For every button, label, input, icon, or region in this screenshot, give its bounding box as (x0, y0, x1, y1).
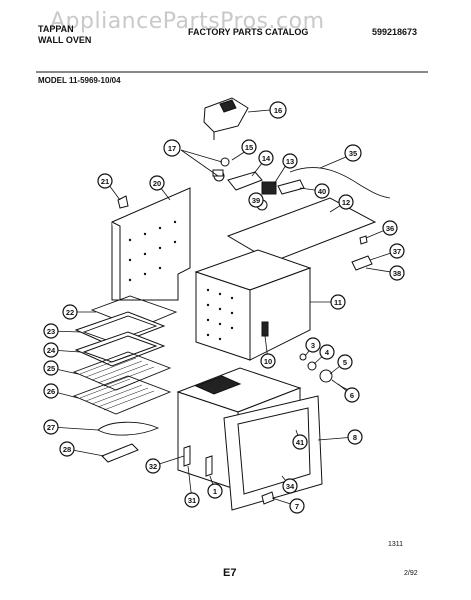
bake-element-part (97, 421, 160, 463)
callout-10: 10 (260, 353, 276, 369)
svg-text:1: 1 (213, 487, 217, 496)
revision-date: 2/92 (404, 570, 418, 577)
control-bracket-part (203, 97, 249, 140)
door-frame-part (223, 395, 323, 511)
callout-39: 39 (248, 192, 264, 208)
callout-7: 7 (289, 498, 305, 514)
callout-22: 22 (62, 304, 78, 320)
callout-38: 38 (389, 265, 405, 281)
svg-text:38: 38 (393, 269, 401, 278)
page-id: E7 (223, 567, 237, 579)
catalog-title: FACTORY PARTS CATALOG (188, 27, 309, 37)
callout-23: 23 (43, 323, 59, 339)
svg-text:12: 12 (342, 198, 350, 207)
callout-6: 6 (344, 387, 360, 403)
svg-text:31: 31 (188, 496, 196, 505)
callout-17: 17 (163, 139, 181, 157)
svg-text:21: 21 (101, 177, 109, 186)
callout-28: 28 (59, 441, 75, 457)
callout-34: 34 (282, 478, 298, 494)
callout-13: 13 (282, 153, 298, 169)
svg-text:24: 24 (47, 346, 56, 355)
callout-1: 1 (207, 483, 223, 499)
svg-text:22: 22 (66, 308, 74, 317)
hinge-parts (351, 235, 373, 271)
svg-text:7: 7 (295, 502, 299, 511)
callout-40: 40 (314, 183, 330, 199)
callout-8: 8 (347, 429, 363, 445)
svg-text:16: 16 (274, 106, 282, 115)
svg-text:34: 34 (286, 482, 295, 491)
catalog-part-number: 599218673 (372, 27, 418, 37)
callout-32: 32 (145, 458, 161, 474)
callout-26: 26 (43, 383, 59, 399)
callout-25: 25 (43, 360, 59, 376)
callout-11: 11 (330, 294, 346, 310)
callout-31: 31 (184, 492, 200, 508)
product-type: WALL OVEN (38, 35, 92, 45)
callout-3: 3 (305, 337, 321, 353)
clip-part (117, 195, 129, 209)
wire-harness-part (289, 167, 391, 199)
svg-text:41: 41 (296, 438, 304, 447)
callout-12: 12 (338, 194, 354, 210)
callout-37: 37 (389, 243, 405, 259)
transformer-part (261, 179, 305, 195)
svg-text:10: 10 (264, 357, 272, 366)
svg-text:20: 20 (153, 179, 161, 188)
bracket-parts (183, 445, 213, 477)
svg-text:35: 35 (349, 149, 357, 158)
svg-text:15: 15 (245, 143, 253, 152)
callout-16: 16 (269, 101, 287, 119)
cabinet-part (194, 249, 312, 361)
callout-35: 35 (344, 144, 362, 162)
callout-20: 20 (149, 175, 165, 191)
svg-text:37: 37 (393, 247, 401, 256)
svg-text:13: 13 (286, 157, 294, 166)
svg-text:5: 5 (343, 358, 347, 367)
callout-5: 5 (337, 354, 353, 370)
svg-text:39: 39 (252, 196, 260, 205)
svg-text:27: 27 (47, 423, 55, 432)
callout-15: 15 (241, 139, 257, 155)
svg-text:8: 8 (353, 433, 357, 442)
hinge-part (261, 491, 275, 505)
svg-text:25: 25 (47, 364, 55, 373)
callout-21: 21 (97, 173, 113, 189)
svg-text:14: 14 (262, 154, 271, 163)
svg-text:36: 36 (386, 224, 394, 233)
callout-24: 24 (43, 342, 59, 358)
svg-text:4: 4 (325, 348, 330, 357)
thermostat-parts (212, 157, 230, 182)
model-number: MODEL 11-5969-10/04 (38, 76, 121, 85)
svg-text:23: 23 (47, 327, 55, 336)
callout-36: 36 (382, 220, 398, 236)
sensor-part (261, 321, 269, 337)
svg-text:3: 3 (311, 341, 315, 350)
svg-text:11: 11 (334, 298, 342, 307)
bracket-part (227, 171, 263, 191)
callout-27: 27 (43, 419, 59, 435)
svg-text:28: 28 (63, 445, 71, 454)
callout-14: 14 (258, 150, 274, 166)
svg-text:40: 40 (318, 187, 326, 196)
side-panel-part (111, 187, 191, 301)
svg-text:6: 6 (350, 391, 354, 400)
brand-name: TAPPAN (38, 24, 74, 34)
svg-text:26: 26 (47, 387, 55, 396)
svg-text:32: 32 (149, 462, 157, 471)
oven-racks (72, 295, 178, 415)
callout-4: 4 (319, 344, 335, 360)
page-code: 1311 (388, 541, 404, 548)
svg-text:17: 17 (168, 144, 176, 153)
callout-41: 41 (292, 434, 308, 450)
watermark-text: AppliancePartsPros.com (50, 9, 325, 34)
